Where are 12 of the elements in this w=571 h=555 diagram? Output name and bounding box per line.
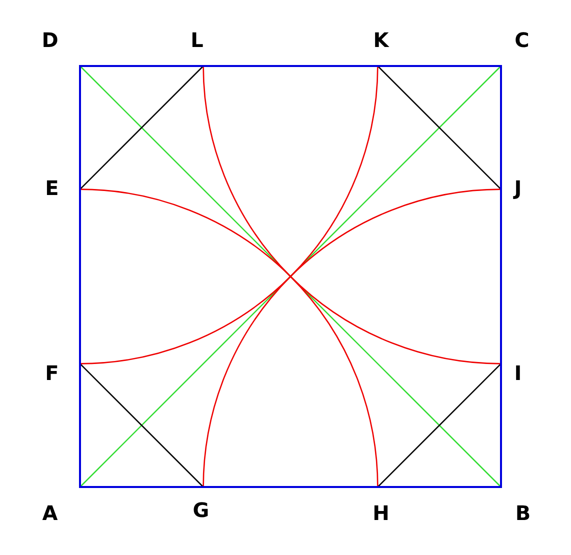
point-label: B bbox=[515, 501, 531, 525]
point-label: A bbox=[42, 501, 58, 525]
point-label: L bbox=[190, 28, 204, 52]
point-label: J bbox=[514, 176, 522, 200]
point-label: E bbox=[45, 176, 59, 200]
point-label: I bbox=[514, 361, 522, 385]
point-label: D bbox=[42, 28, 58, 52]
point-label: G bbox=[192, 498, 210, 522]
point-label: F bbox=[45, 361, 59, 385]
point-label: K bbox=[373, 28, 389, 52]
point-label: H bbox=[372, 501, 390, 525]
point-label: C bbox=[514, 28, 530, 52]
